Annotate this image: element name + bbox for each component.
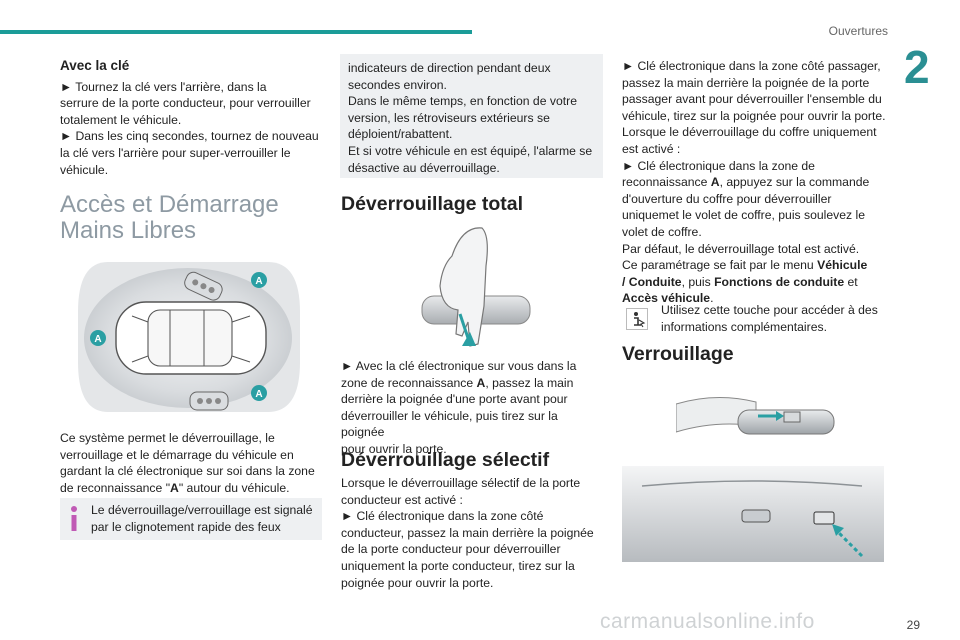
menu-path-vehicule: Véhicule	[817, 258, 868, 273]
text-line: serrure de la porte conducteur, pour ver…	[60, 96, 311, 111]
text-line: informations complémentaires.	[661, 319, 827, 334]
car-zone-illustration: A A A	[78, 262, 300, 412]
system-description: Ce système permet le déverrouillage, le …	[60, 430, 322, 496]
text-line: Lorsque le déverrouillage du coffre uniq…	[622, 125, 877, 140]
text-line: derrière la poignée d'une porte avant po…	[341, 392, 568, 407]
text-bold: A	[476, 375, 486, 390]
zone-label-a: A	[255, 389, 262, 400]
text-line: véhicule.	[60, 162, 109, 177]
info-box	[60, 498, 322, 540]
text-fragment: zone de reconnaissance	[341, 375, 477, 390]
heading-deverrouillage-selectif: Déverrouillage sélectif	[341, 449, 550, 471]
column-1: Avec la clé ► Tournez la clé vers l'arri…	[60, 58, 322, 178]
text-line: désactive au déverrouillage.	[348, 160, 500, 175]
text-line: ► Clé électronique dans la zone côté pas…	[622, 59, 881, 73]
heading-line: Accès et Démarrage	[60, 191, 279, 218]
heading-line: Mains Libres	[60, 217, 197, 244]
text-line: passez la main derrière la poignée de la…	[622, 75, 870, 90]
text-line: verrouillage et le démarrage du véhicule…	[60, 447, 294, 462]
text-fragment: reconnaissance	[622, 175, 711, 190]
header-accent-bar	[0, 30, 472, 34]
text-fragment: , appuyez sur la commande	[719, 175, 870, 190]
text-line: la clé vers l'arrière pour super-verroui…	[60, 145, 291, 160]
text-line: gardant la clé électronique sur soi dans…	[60, 464, 315, 479]
heading-verrouillage: Verrouillage	[622, 343, 734, 365]
text-line: indicateurs de direction pendant deux	[348, 61, 551, 75]
zone-label-a: A	[255, 276, 262, 287]
text-line: ► Dans les cinq secondes, tournez de nou…	[60, 129, 319, 144]
text-line: ► Avec la clé électronique sur vous dans…	[341, 359, 577, 373]
text-line: ► Clé électronique dans la zone de	[622, 158, 815, 173]
text-bold: A	[710, 175, 720, 190]
trunk-button-illustration	[622, 466, 884, 562]
page-number: 29	[906, 618, 920, 632]
text-line: poignée pour ouvrir la porte.	[341, 575, 494, 590]
text-line: uniquement la porte conducteur, tirez su…	[341, 558, 575, 573]
section-title: Ouvertures	[828, 24, 888, 38]
heading-avec-la-cle: Avec la clé	[60, 58, 130, 73]
text-fragment: Ce paramétrage se fait par le menu	[622, 258, 818, 273]
menu-path-fonctions: Fonctions de conduite	[714, 274, 845, 289]
info-icon	[71, 506, 77, 531]
text-line: passager avant pour déverrouiller l'ense…	[622, 92, 882, 107]
text-line: Utilisez cette touche pour accéder à des	[661, 303, 878, 317]
menu-path-acces: Accès véhicule	[622, 291, 711, 306]
continued-info-box	[340, 54, 603, 178]
text-line: Et si votre véhicule en est équipé, l'al…	[348, 143, 593, 158]
text-line: conducteur est activé :	[341, 492, 463, 507]
text-bold: A	[170, 480, 179, 495]
text-line: Le déverrouillage/verrouillage est signa…	[91, 503, 313, 517]
heading-acces-demarrage: Accès et Démarrage Mains Libres	[60, 192, 322, 244]
text-line: de reconnaissance "A" autour du véhicule…	[60, 480, 322, 497]
hand-door-handle-illustration	[421, 227, 531, 347]
selectif-description: Lorsque le déverrouillage sélectif de la…	[341, 475, 603, 591]
text-line: Lorsque le déverrouillage sélectif de la…	[341, 476, 581, 490]
text-line: ► Clé électronique dans la zone côté	[341, 509, 544, 524]
text-line: est activé :	[622, 141, 681, 156]
info-box-text: Le déverrouillage/verrouillage est signa…	[91, 502, 319, 535]
text-line: Dans le même temps, en fonction de votre	[348, 94, 577, 109]
text-line: pour ouvrir la porte.	[341, 441, 447, 456]
text-line: reconnaissance A, appuyez sur la command…	[622, 174, 892, 191]
zone-label-a: A	[94, 334, 101, 345]
text-line: zone de reconnaissance A, passez la main	[341, 375, 603, 392]
text-line: secondes environ.	[348, 77, 447, 92]
text-line: Ce paramétrage se fait par le menu Véhic…	[622, 257, 892, 274]
text-line: Ce système permet le déverrouillage, le	[60, 431, 275, 445]
text-line: / Conduite, puis Fonctions de conduite e…	[622, 274, 892, 291]
text-fragment: de reconnaissance "	[60, 480, 171, 495]
text-line: uniquemet le volet de coffre, puis soule…	[622, 208, 865, 223]
lock-handle-illustration	[676, 397, 835, 435]
text-fragment: .	[710, 291, 714, 306]
text-line: totalement le véhicule.	[60, 112, 182, 127]
text-line: par le clignotement rapide des feux	[91, 519, 281, 534]
text-line: Par défaut, le déverrouillage total est …	[622, 241, 860, 256]
menu-path-conduite: / Conduite	[622, 274, 682, 289]
text-line: ► Tournez la clé vers l'arrière, dans la	[60, 79, 267, 94]
chapter-number: 2	[904, 41, 930, 93]
text-line: volet de coffre.	[622, 224, 702, 239]
text-line: de la porte conducteur pour déverrouille…	[341, 542, 561, 557]
text-line: version, les rétroviseurs extérieurs se	[348, 110, 550, 125]
text-line: déploient/rabattent.	[348, 127, 453, 142]
column-3-text: ► Clé électronique dans la zone côté pas…	[622, 58, 892, 307]
text-fragment: , puis	[681, 274, 715, 289]
text-line: d'ouverture du coffre pour déverrouiller	[622, 191, 832, 206]
text-line: véhicule, tirez sur la poignée pour ouvr…	[622, 108, 886, 123]
total-description: ► Avec la clé électronique sur vous dans…	[341, 358, 603, 458]
text-fragment: , passez la main	[485, 375, 574, 390]
text-line: Accès véhicule.	[622, 290, 892, 307]
text-line: déverrouiller le véhicule, puis tirez su…	[341, 408, 558, 440]
text-fragment: et	[844, 274, 858, 289]
heading-deverrouillage-total: Déverrouillage total	[341, 193, 524, 215]
watermark: carmanualsonline.info	[600, 610, 815, 633]
continued-info-text: indicateurs de direction pendant deux se…	[348, 60, 600, 176]
info-touch-icon	[626, 308, 648, 330]
text-fragment: " autour du véhicule.	[178, 480, 290, 495]
tip-text: Utilisez cette touche pour accéder à des…	[661, 302, 893, 335]
text-line: conducteur, passez la main derrière la p…	[341, 525, 594, 540]
